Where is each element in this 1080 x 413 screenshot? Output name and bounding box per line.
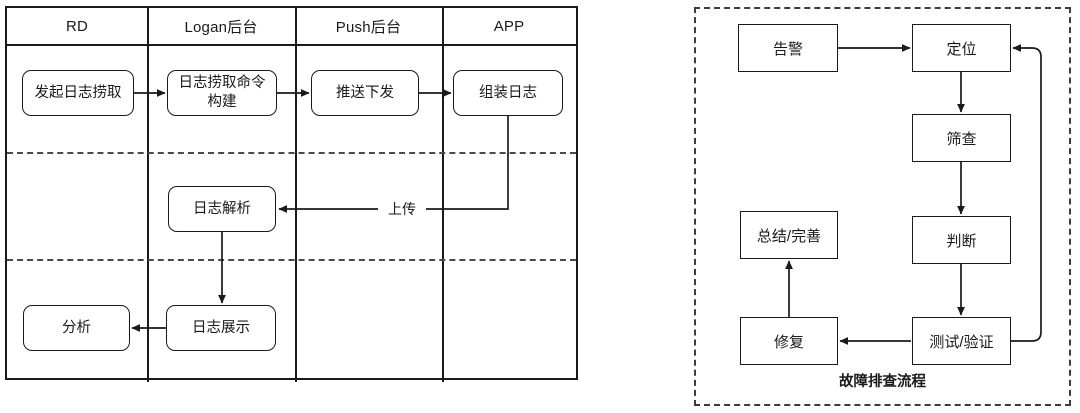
node-build-fetch-command[interactable]: 日志捞取命令构建	[167, 70, 277, 116]
node-assemble-log[interactable]: 组装日志	[453, 70, 563, 116]
node-analysis[interactable]: 分析	[23, 305, 130, 351]
node-initiate-log-fetch[interactable]: 发起日志捞取	[22, 70, 134, 116]
node-log-display[interactable]: 日志展示	[166, 305, 276, 351]
node-log-parse[interactable]: 日志解析	[168, 186, 276, 232]
node-push-dispatch[interactable]: 推送下发	[311, 70, 419, 116]
lane-divider-2	[295, 8, 297, 382]
lane-divider-3	[442, 8, 444, 382]
node-summarize[interactable]: 总结/完善	[740, 211, 838, 259]
lane-header-push: Push后台	[335, 18, 402, 36]
node-fix[interactable]: 修复	[740, 317, 838, 365]
node-judge[interactable]: 判断	[912, 216, 1011, 264]
header-rule	[7, 44, 576, 46]
phase-separator-2	[7, 259, 576, 261]
fault-flow-caption: 故障排查流程	[839, 374, 926, 390]
lane-header-logan: Logan后台	[184, 18, 258, 36]
lane-header-app: APP	[493, 17, 525, 35]
node-test-verify[interactable]: 测试/验证	[912, 317, 1011, 365]
node-screen[interactable]: 筛查	[912, 114, 1011, 162]
lane-divider-1	[147, 8, 149, 382]
node-alert[interactable]: 告警	[738, 24, 838, 72]
phase-separator-1	[7, 152, 576, 154]
lane-header-rd: RD	[65, 17, 89, 35]
node-locate[interactable]: 定位	[912, 24, 1011, 72]
